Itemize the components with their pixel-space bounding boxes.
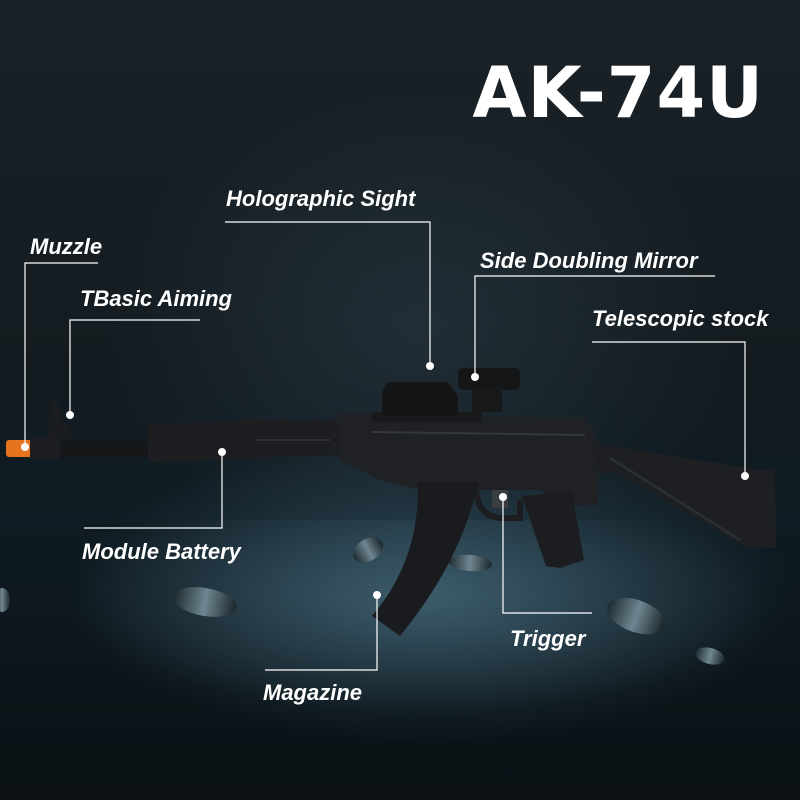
holographic-sight-leader xyxy=(225,221,431,366)
rifle-barrel xyxy=(55,441,165,457)
shell-casings xyxy=(0,537,725,665)
floor-glow xyxy=(0,520,800,800)
shell-casing xyxy=(0,588,10,612)
leader-lines xyxy=(21,221,749,671)
side-mirror-dot xyxy=(471,373,479,381)
trigger-leader xyxy=(502,497,592,614)
shell-casing xyxy=(353,537,383,563)
shell-casing xyxy=(607,597,665,635)
shell-casing xyxy=(173,587,237,617)
magazine-dot xyxy=(373,591,381,599)
telescopic-stock-leader xyxy=(592,341,746,476)
receiver xyxy=(338,414,598,505)
basic-aiming-label: TBasic Aiming xyxy=(80,286,232,311)
module-battery-dot xyxy=(218,448,226,456)
muzzle-tip xyxy=(6,440,36,457)
side-mirror-leader xyxy=(474,275,715,377)
shell-casing xyxy=(695,647,725,665)
magnifier-body xyxy=(458,368,520,390)
muzzle-leader xyxy=(24,262,98,447)
front-sight xyxy=(48,402,72,438)
magazine-body xyxy=(372,482,478,636)
holographic-sight-label: Holographic Sight xyxy=(226,186,416,211)
telescopic-stock xyxy=(590,444,776,548)
module-battery-label: Module Battery xyxy=(82,539,241,564)
magazine-label: Magazine xyxy=(263,680,363,705)
handguard xyxy=(148,420,340,462)
muzzle-dot xyxy=(21,443,29,451)
trigger-guard xyxy=(473,489,523,521)
pistol-grip xyxy=(522,492,584,568)
telescopic-stock-label: Telescopic stock xyxy=(592,306,769,331)
trigger-dot xyxy=(499,493,507,501)
module-battery-leader xyxy=(84,452,223,529)
product-title: AK-74U xyxy=(472,52,764,134)
basic-aiming-leader xyxy=(69,319,200,415)
top-rail xyxy=(372,412,482,422)
shell-casing xyxy=(448,554,492,572)
telescopic-stock-dot xyxy=(741,472,749,480)
muzzle-label: Muzzle xyxy=(30,234,103,259)
trigger-label: Trigger xyxy=(510,626,586,651)
side-doubling-mirror-label: Side Doubling Mirror xyxy=(480,248,698,273)
holographic-sight-dot xyxy=(426,362,434,370)
magazine-leader xyxy=(265,595,378,671)
holographic-sight-body xyxy=(382,382,458,416)
basic-aiming-dot xyxy=(66,411,74,419)
rifle-image xyxy=(6,368,776,636)
